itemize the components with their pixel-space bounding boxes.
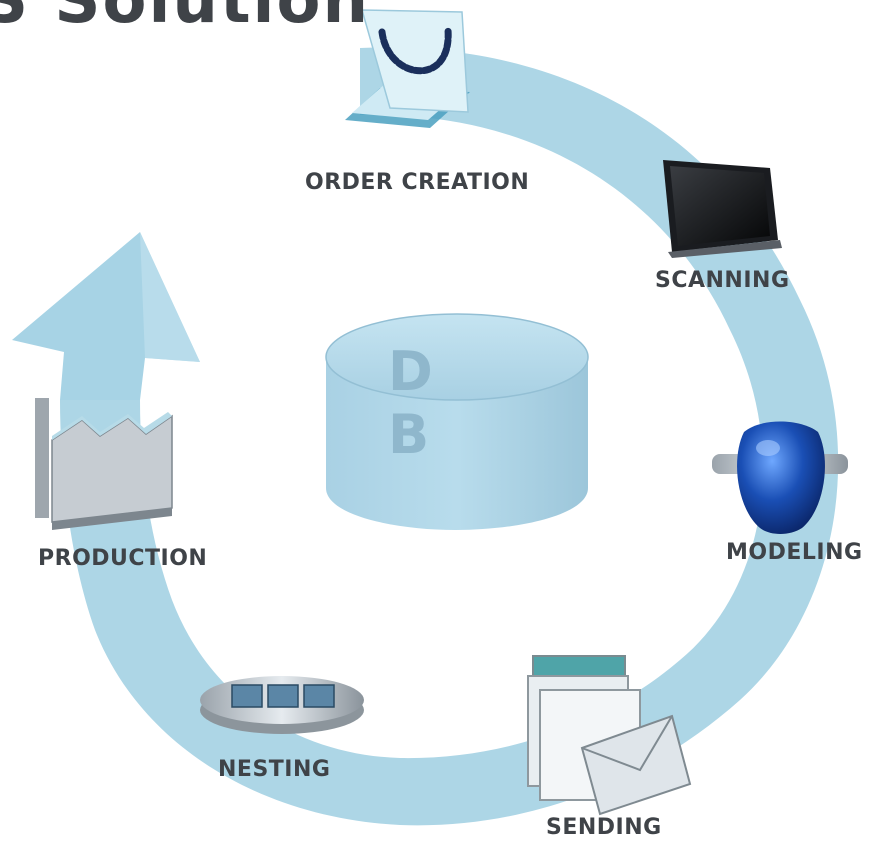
- step-scanning-label: SCANNING: [655, 268, 790, 293]
- title-fragment: S Solution: [0, 0, 370, 38]
- database-label: D B: [388, 340, 447, 466]
- step-order-creation-label: ORDER CREATION: [305, 170, 530, 195]
- nesting-tray-icon: [200, 676, 364, 734]
- workflow-ring: [12, 47, 839, 826]
- step-production-label: PRODUCTION: [38, 546, 208, 571]
- database-icon: [325, 313, 589, 530]
- step-nesting-label: NESTING: [218, 757, 331, 782]
- dental-tray-icon: [345, 9, 470, 128]
- envelope-icon: [527, 655, 692, 816]
- monitor-icon: [663, 160, 782, 258]
- step-modeling-label: MODELING: [726, 540, 863, 565]
- step-sending-label: SENDING: [546, 815, 662, 840]
- factory-icon: [35, 398, 173, 530]
- tooth-model-icon: [712, 421, 848, 534]
